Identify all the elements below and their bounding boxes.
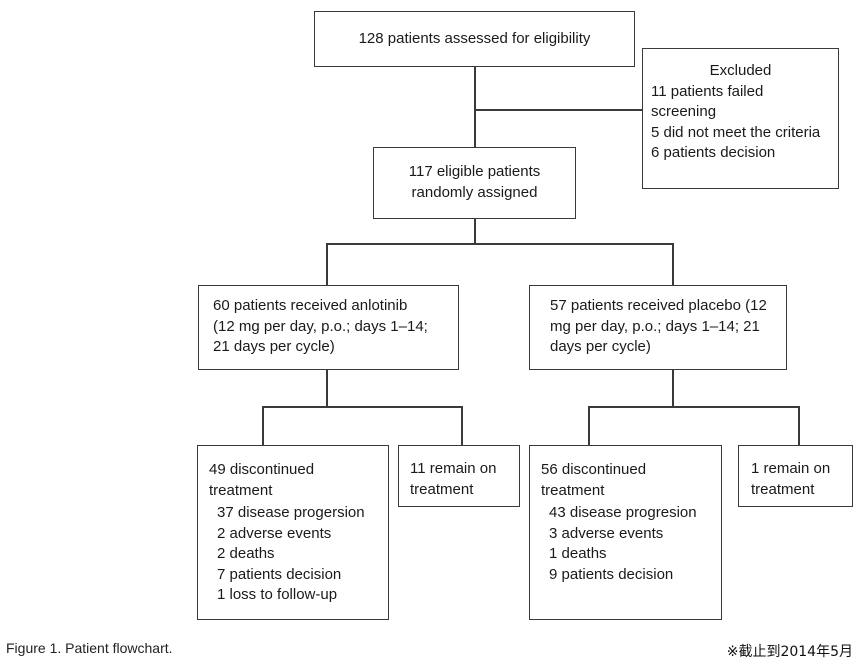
discontinued-reason: 3 adverse events (549, 524, 664, 542)
date-note: ※截止到2014年5月 (726, 644, 853, 660)
connector-anlotinib-stem (326, 370, 328, 407)
excluded-line: screening (651, 103, 717, 120)
discontinued-reason: 37 disease progersion (217, 504, 365, 521)
anlotinib-arm-box: 60 patients received anlotinib (12 mg pe… (198, 285, 459, 370)
discontinued-reason: 7 patients decision (217, 565, 342, 583)
placebo-line: 57 patients received placebo (12 (550, 297, 767, 314)
connector-randomized-down (474, 218, 476, 243)
anlotinib-remain-box: 11 remain on treatment (398, 445, 520, 507)
placebo-discontinued-box: 56 discontinued treatment 43 disease pro… (529, 445, 722, 620)
assessed-text: 128 patients assessed for eligibility (358, 30, 591, 47)
placebo-line: days per cycle) (550, 338, 651, 355)
anlotinib-line: (12 mg per day, p.o.; days 1–14; (213, 317, 428, 335)
connector-anlotinib-right (461, 406, 463, 446)
excluded-box: Excluded 11 patients failed screening 5 … (642, 48, 839, 189)
connector-placebo-left (588, 406, 590, 446)
randomized-line: randomly assigned (411, 183, 538, 201)
randomized-box: 117 eligible patients randomly assigned (373, 147, 576, 219)
connector-placebo-down (672, 243, 674, 285)
discontinued-heading: 56 discontinued (541, 461, 647, 478)
connector-main-vertical (474, 66, 476, 148)
anlotinib-line: 60 patients received anlotinib (213, 297, 408, 314)
discontinued-heading: treatment (541, 481, 605, 499)
randomized-line: 117 eligible patients (408, 163, 541, 180)
discontinued-reason: 2 adverse events (217, 524, 332, 542)
discontinued-heading: treatment (209, 481, 273, 499)
connector-anlotinib-split (262, 406, 462, 408)
anlotinib-line: 21 days per cycle) (213, 338, 335, 355)
discontinued-reason: 1 loss to follow-up (217, 586, 338, 603)
excluded-line: 6 patients decision (651, 144, 776, 161)
discontinued-reason: 1 deaths (549, 545, 607, 562)
connector-placebo-right (798, 406, 800, 446)
excluded-line: 5 did not meet the criteria (651, 123, 821, 141)
remain-line: treatment (751, 480, 815, 498)
placebo-remain-box: 1 remain on treatment (738, 445, 853, 507)
connector-placebo-stem (672, 370, 674, 407)
connector-placebo-split (588, 406, 799, 408)
remain-line: 11 remain on (410, 460, 497, 477)
excluded-title: Excluded (709, 62, 772, 79)
discontinued-reason: 43 disease progresion (549, 504, 697, 521)
placebo-arm-box: 57 patients received placebo (12 mg per … (529, 285, 787, 370)
anlotinib-discontinued-box: 49 discontinued treatment 37 disease pro… (197, 445, 389, 620)
excluded-line: 11 patients failed (651, 82, 764, 100)
discontinued-reason: 9 patients decision (549, 565, 674, 583)
connector-anlotinib-left (262, 406, 264, 446)
connector-excluded (474, 109, 642, 111)
placebo-line: mg per day, p.o.; days 1–14; 21 (550, 317, 760, 335)
connector-anlotinib-down (326, 243, 328, 285)
assessed-box: 128 patients assessed for eligibility (314, 11, 635, 67)
remain-line: treatment (410, 480, 474, 498)
discontinued-heading: 49 discontinued (209, 461, 315, 478)
discontinued-reason: 2 deaths (217, 545, 275, 562)
remain-line: 1 remain on (751, 460, 831, 477)
figure-caption: Figure 1. Patient flowchart. (6, 640, 173, 656)
connector-arms-horizontal (326, 243, 673, 245)
